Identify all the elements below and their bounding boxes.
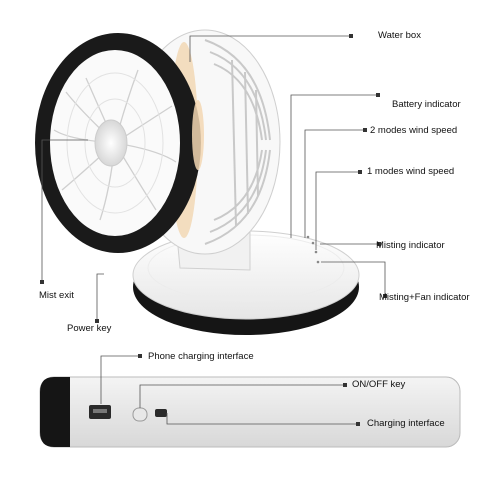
label-phone-charging-interface: Phone charging interface: [148, 351, 254, 362]
label-1-modes-wind-speed: 1 modes wind speed: [367, 166, 455, 177]
label-misting-indicator: Misting indicator: [376, 240, 445, 251]
label-battery-indicator: Battery indicator: [392, 99, 461, 110]
callout-lines: [41, 35, 386, 425]
label-2-modes-wind-speed: 2 modes wind speed: [370, 125, 458, 136]
rear-grill: [204, 39, 271, 245]
micro-usb-port-icon: [155, 409, 167, 417]
callout-markers: [40, 34, 387, 426]
fan-hub: [94, 119, 128, 167]
label-charging-interface: Charging interface: [367, 418, 445, 429]
label-misting-fan-indicator: Misting+Fan indicator: [379, 292, 470, 303]
side-panel-closeup: [39, 376, 461, 448]
label-water-box: Water box: [378, 30, 421, 41]
label-on-off-key: ON/OFF key: [352, 379, 406, 390]
on-off-switch-icon: [132, 407, 148, 422]
fan-head: [35, 29, 281, 255]
label-power-key: Power key: [67, 323, 112, 334]
label-mist-exit: Mist exit: [39, 290, 74, 301]
base-indicator-lights: [306, 235, 320, 264]
